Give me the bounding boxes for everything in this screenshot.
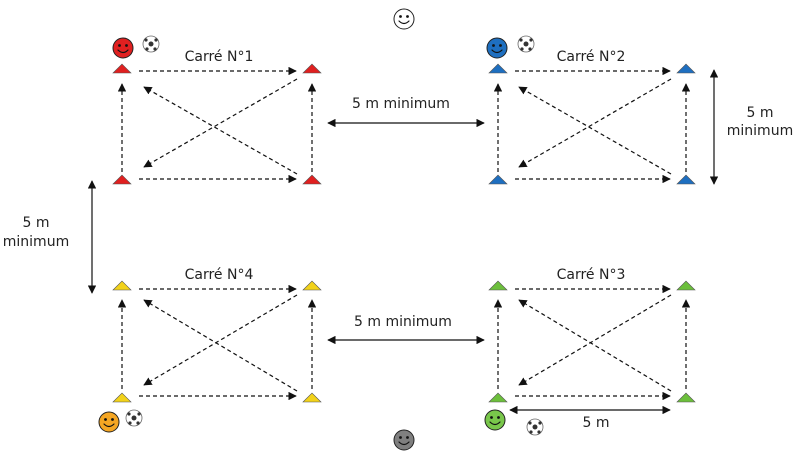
cone-marker-icon	[676, 280, 696, 291]
square-4-label: Carré N°4	[185, 267, 254, 283]
square-3: Carré N°3 5 m	[484, 267, 696, 436]
arrow-1-diag-a	[143, 86, 298, 175]
distance-left-label-line1: 5 m	[23, 215, 50, 231]
arrow-4-diag-b	[143, 294, 298, 386]
cone-marker-icon	[112, 280, 132, 291]
cone-marker-icon	[112, 392, 132, 403]
smiley-face-icon	[486, 37, 508, 59]
smiley-face-icon	[393, 429, 415, 451]
distance-right-label-line1: 5 m	[747, 105, 774, 121]
cone-marker-icon	[302, 392, 322, 403]
cone-marker-icon	[302, 174, 322, 185]
arrow-3-diag-b	[518, 294, 672, 386]
cone-marker-icon	[112, 63, 132, 74]
cone-marker-icon	[488, 392, 508, 403]
arrow-3-diag-a	[518, 299, 672, 392]
distance-bottom-label: 5 m minimum	[354, 314, 452, 330]
cone-marker-icon	[302, 280, 322, 291]
cone-marker-icon	[488, 280, 508, 291]
arrow-2-diag-a	[518, 86, 672, 175]
distance-bottom-side-label: 5 m	[583, 415, 610, 431]
square-1-label: Carré N°1	[185, 49, 254, 65]
cone-marker-icon	[112, 174, 132, 185]
soccer-ball-icon	[142, 35, 160, 53]
square-1: Carré N°1	[112, 35, 322, 185]
cone-marker-icon	[488, 174, 508, 185]
smiley-face-icon	[98, 411, 120, 433]
arrow-2-diag-b	[518, 78, 672, 168]
cone-marker-icon	[676, 174, 696, 185]
cone-marker-icon	[488, 63, 508, 74]
cone-marker-icon	[676, 392, 696, 403]
distance-right-label-line2: minimum	[727, 123, 793, 139]
soccer-ball-icon	[526, 418, 544, 436]
soccer-ball-icon	[517, 35, 535, 53]
distance-top-label: 5 m minimum	[352, 96, 450, 112]
square-3-label: Carré N°3	[557, 267, 626, 283]
square-2-label: Carré N°2	[557, 49, 626, 65]
square-4: Carré N°4	[98, 267, 322, 433]
arrow-1-diag-b	[143, 78, 298, 168]
smiley-face-icon	[484, 409, 506, 431]
arrow-4-diag-a	[143, 299, 298, 392]
distance-left-label-line2: minimum	[3, 234, 69, 250]
cone-marker-icon	[676, 63, 696, 74]
soccer-ball-icon	[125, 409, 143, 427]
smiley-face-icon	[393, 8, 415, 30]
smiley-face-icon	[112, 37, 134, 59]
square-2: Carré N°2	[486, 35, 696, 185]
cone-marker-icon	[302, 63, 322, 74]
